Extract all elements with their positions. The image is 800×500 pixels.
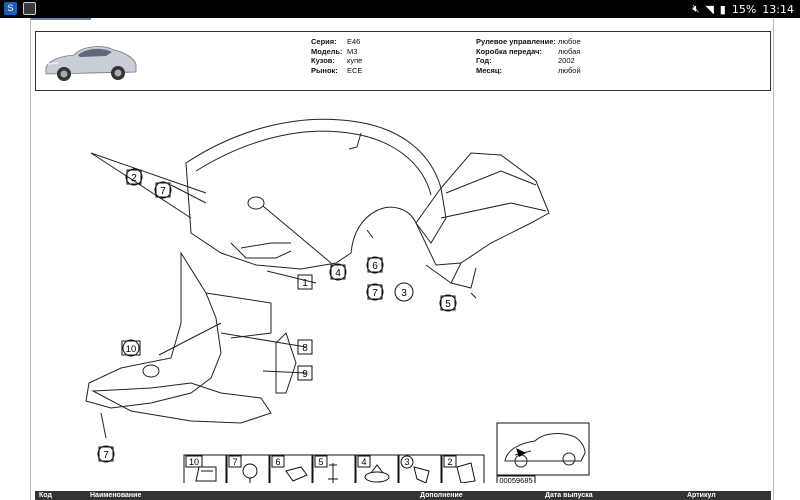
col-header-date: Дата выпуска xyxy=(545,492,593,499)
callout-4: 4 xyxy=(329,263,347,281)
clock: 13:14 xyxy=(762,2,794,16)
callout-label: 3 xyxy=(401,288,407,299)
callout-label: 1 xyxy=(302,278,308,289)
spec-value: любая xyxy=(558,46,581,56)
parts-diagram: 2 7 4 6 7 xyxy=(85,118,590,483)
mute-icon: 🔇︎ xyxy=(692,2,700,15)
wifi-icon: ◥ xyxy=(705,2,714,16)
fastener-legend xyxy=(183,454,485,483)
legend-label: 6 xyxy=(275,457,280,467)
battery-percent: 15% xyxy=(731,2,757,16)
spec-value: купе xyxy=(347,56,363,65)
spec-label: Серия: xyxy=(311,37,337,46)
wheel-arch-liner-drawing xyxy=(85,118,550,439)
legend-num-3: 3 xyxy=(400,455,414,469)
vehicle-specs-left: Серия: E46 Модель: M3 Кузов: купе Рынок: ECE xyxy=(311,37,362,75)
callout-label: 8 xyxy=(302,343,308,354)
vehicle-specs-right: Рулевое управление:любое Коробка передач… xyxy=(476,37,581,75)
legend-num-5: 5 xyxy=(314,455,328,468)
callout-label: 7 xyxy=(160,186,166,197)
callout-10: 10 xyxy=(121,339,141,357)
col-header-code: Код xyxy=(39,492,52,499)
callout-label: 7 xyxy=(372,288,378,299)
legend-num-10: 10 xyxy=(185,455,203,468)
callout-label: 4 xyxy=(335,268,341,279)
col-header-addition: Дополнение xyxy=(420,492,463,499)
spec-label: Год: xyxy=(476,56,492,65)
callout-label: 7 xyxy=(103,450,109,461)
spec-label: Коробка передач: xyxy=(476,46,543,56)
content-frame: Серия: E46 Модель: M3 Кузов: купе Рынок: ECE… xyxy=(30,18,774,500)
callout-7-top: 7 xyxy=(154,181,172,199)
spec-label: Месяц: xyxy=(476,65,502,75)
col-header-name: Наименование xyxy=(90,492,142,499)
spec-value: любой xyxy=(558,65,581,75)
callout-label: 9 xyxy=(302,369,308,380)
callout-label: 6 xyxy=(372,261,378,272)
legend-label: 3 xyxy=(404,457,409,467)
callout-9: 9 xyxy=(297,365,313,381)
legend-num-2: 2 xyxy=(443,455,457,468)
car-thumbnail xyxy=(40,34,140,88)
spec-value: ECE xyxy=(347,65,363,75)
legend-label: 4 xyxy=(361,457,366,467)
legend-num-4: 4 xyxy=(357,455,371,468)
legend-num-6: 6 xyxy=(271,455,285,468)
callout-5: 5 xyxy=(439,294,457,312)
spec-label: Модель: xyxy=(311,46,343,56)
callout-2-top: 2 xyxy=(125,168,143,186)
callout-7-bottom: 7 xyxy=(97,445,115,463)
legend-label: 2 xyxy=(447,457,452,467)
callout-label: 5 xyxy=(445,299,451,310)
spec-value: 2002 xyxy=(558,56,575,65)
callout-3: 3 xyxy=(394,282,414,302)
vehicle-info-box: Серия: E46 Модель: M3 Кузов: купе Рынок: ECE… xyxy=(35,31,771,91)
spec-value: M3 xyxy=(347,46,358,56)
spec-label: Кузов: xyxy=(311,56,335,65)
s-icon: S xyxy=(4,2,17,15)
image-icon xyxy=(23,2,36,15)
callout-8: 8 xyxy=(297,339,313,355)
callout-1: 1 xyxy=(297,274,313,290)
top-link-line xyxy=(31,18,91,20)
col-header-part-number: Артикул xyxy=(687,492,716,499)
legend-label: 10 xyxy=(189,457,199,467)
status-bar: S 🔇︎ ◥ ▮ 15% 13:14 xyxy=(0,0,800,18)
image-code: 00059685 xyxy=(499,476,532,483)
callout-7-mid: 7 xyxy=(366,283,384,301)
spec-value: любое xyxy=(558,37,581,46)
page: Серия: E46 Модель: M3 Кузов: купе Рынок: ECE… xyxy=(0,18,800,500)
legend-num-7: 7 xyxy=(228,455,242,468)
parts-table-header: Код Наименование Дополнение Дата выпуска… xyxy=(35,491,771,500)
legend-label: 7 xyxy=(232,457,237,467)
spec-label: Рулевое управление: xyxy=(476,37,556,46)
callout-6: 6 xyxy=(366,256,384,274)
battery-icon: ▮ xyxy=(719,2,726,16)
spec-label: Рынок: xyxy=(311,65,338,75)
legend-label: 5 xyxy=(318,457,323,467)
spec-value: E46 xyxy=(347,37,361,46)
car-location-thumbnail: 00059685 xyxy=(496,422,590,483)
callout-label: 2 xyxy=(131,173,137,184)
callout-label: 10 xyxy=(126,344,137,355)
